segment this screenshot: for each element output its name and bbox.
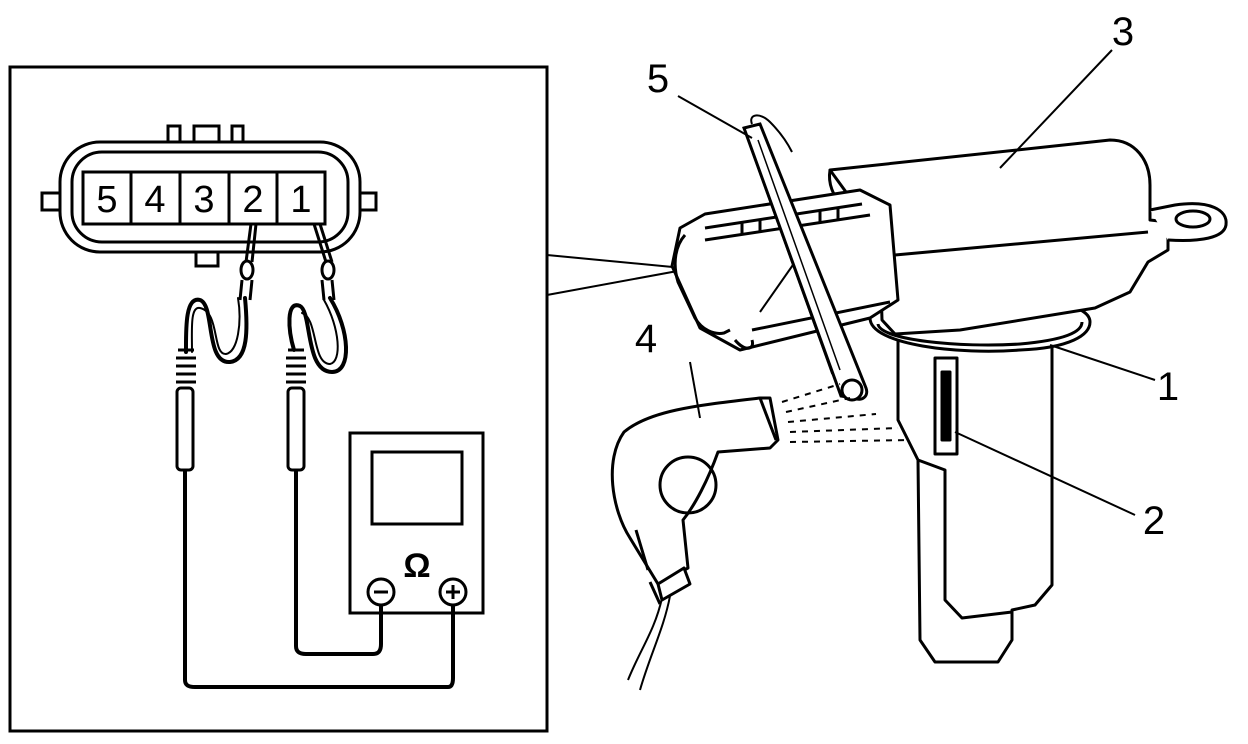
callout-label: 2 [1143, 499, 1165, 543]
test-leads [183, 296, 348, 374]
hair-dryer [610, 396, 780, 691]
pin-label: 5 [96, 179, 117, 221]
probe-pins [238, 223, 336, 301]
callout-leaders [677, 49, 1156, 516]
pin-label: 2 [242, 179, 263, 221]
positive-terminal [438, 577, 468, 607]
callout-label: 1 [1157, 365, 1179, 409]
pin-label: 3 [193, 179, 214, 221]
main-housing [828, 138, 1170, 336]
inset-panel: 5 4 3 2 1 [8, 65, 549, 733]
ohm-symbol: Ω [403, 547, 430, 585]
ohmmeter [348, 431, 485, 615]
meter-wires [183, 470, 455, 689]
pin-label: 1 [290, 179, 311, 221]
airflow-sensor [670, 138, 1228, 664]
callout-label: 5 [647, 57, 669, 101]
airflow-lines [781, 383, 911, 443]
callout-label: 4 [635, 317, 657, 361]
negative-terminal [366, 577, 396, 607]
pin-label: 4 [144, 179, 165, 221]
thermometer [742, 114, 869, 402]
connector-housing [40, 124, 378, 268]
probe-handles [175, 348, 306, 472]
inset-leaders [546, 254, 684, 296]
inset-frame [8, 65, 549, 733]
callout-label: 3 [1112, 10, 1134, 54]
